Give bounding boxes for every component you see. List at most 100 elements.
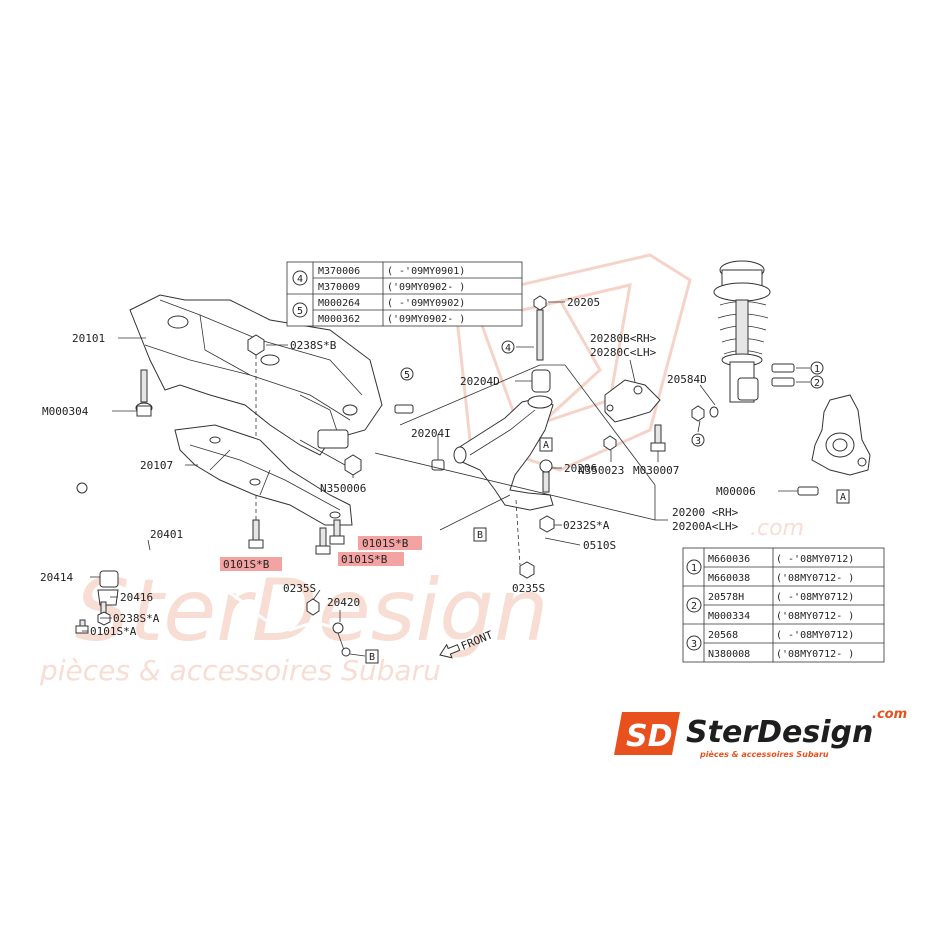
label-m000304: M000304 — [42, 405, 89, 418]
stabilizer-link — [306, 598, 351, 657]
nut-0232sa — [539, 515, 555, 533]
table-top-range-2: ( -'09MY0902) — [387, 298, 465, 309]
table-right-group-2: 2 — [691, 601, 697, 612]
label-m00006: M00006 — [716, 485, 756, 498]
table-right-part-1: M660038 — [708, 573, 750, 584]
marker-5: 5 — [404, 370, 410, 381]
label-0101sb-left: 0101S*B — [223, 558, 270, 571]
table-right-range-5: ('08MY0712- ) — [776, 649, 854, 660]
logo-dotcom: .com — [872, 707, 907, 722]
bracket-20416 — [97, 589, 119, 615]
sterdesign-logo: SD SterDesign .com pièces & accessoires … — [614, 707, 907, 759]
variant-table-top: 4 5 M370006 ( -'09MY0901) M370009 ('09MY… — [286, 261, 523, 327]
bolt-0101sb-left — [248, 519, 264, 549]
label-20280c-lh: 20280C<LH> — [590, 346, 657, 359]
label-20584d: 20584D — [667, 373, 707, 386]
bushing-20204i — [431, 459, 445, 471]
label-0235s-right: 0235S — [512, 582, 545, 595]
table-right-group-3: 3 — [691, 639, 697, 650]
table-right-range-1: ('08MY0712- ) — [776, 573, 854, 584]
label-20204d: 20204D — [460, 375, 500, 388]
label-0232sa: 0232S*A — [563, 519, 610, 532]
leader-lines — [82, 301, 810, 657]
bolt-5 — [394, 404, 414, 414]
label-20280b-rh: 20280B<RH> — [590, 332, 657, 345]
transverse-link — [453, 395, 554, 511]
label-20101: 20101 — [72, 332, 105, 345]
bolt-0101sb-middle — [315, 519, 345, 555]
crossmember — [129, 294, 383, 456]
nut-0235s-right — [519, 561, 535, 579]
bushing-20204d — [531, 369, 551, 393]
steering-knuckle — [811, 394, 871, 476]
label-20205: 20205 — [567, 296, 600, 309]
table-top-part-0: M370006 — [318, 266, 360, 277]
nut-0238sa — [97, 611, 111, 626]
bracket-20280 — [604, 379, 661, 423]
table-top-range-1: ('09MY0902- ) — [387, 282, 465, 293]
table-right-range-4: ( -'08MY0712) — [776, 630, 854, 641]
highlight-0101sb-mid2 — [338, 552, 404, 566]
table-right-part-5: N380008 — [708, 649, 750, 660]
label-0101sa: 0101S*A — [90, 625, 137, 638]
label-m030007: M030007 — [633, 464, 679, 477]
table-top-group-5: 5 — [297, 306, 303, 317]
highlight-0101sb-left — [220, 557, 282, 571]
label-20414: 20414 — [40, 571, 73, 584]
marker-b-stabilizer: B — [369, 652, 375, 663]
table-right-range-0: ( -'08MY0712) — [776, 554, 854, 565]
bolt-m030007 — [650, 424, 666, 452]
marker-a-link: A — [543, 440, 549, 451]
markers: 4 5 A A B B 1 2 3 — [365, 340, 850, 664]
table-top-part-2: M000264 — [318, 298, 360, 309]
table-right-part-0: M660036 — [708, 554, 750, 565]
label-20200-rh: 20200 <RH> — [672, 506, 739, 519]
label-20200a-lh: 20200A<LH> — [672, 520, 739, 533]
strut-bolt-1 — [771, 363, 795, 373]
nut-n350006 — [344, 454, 362, 476]
label-0510s: 0510S — [583, 539, 616, 552]
table-top-range-0: ( -'09MY0901) — [387, 266, 465, 277]
marker-b-link: B — [477, 530, 483, 541]
label-20420: 20420 — [327, 596, 360, 609]
table-right-part-4: 20568 — [708, 630, 738, 641]
label-20401: 20401 — [150, 528, 183, 541]
table-right-part-3: M000334 — [708, 611, 750, 622]
label-0238sb: 0238S*B — [290, 339, 337, 352]
bolt-m00006 — [797, 486, 819, 496]
marker-a-knuckle: A — [840, 492, 846, 503]
variant-table-right: 1 2 3 M660036 ( -'08MY0712) M660038 ('08… — [682, 547, 885, 663]
logo-tagline: pièces & accessoires Subaru — [699, 749, 829, 759]
table-right-range-2: ( -'08MY0712) — [776, 592, 854, 603]
label-0238sa: 0238S*A — [113, 612, 160, 625]
marker-3: 3 — [695, 436, 701, 447]
bushing-20414 — [99, 570, 119, 588]
ball-joint-20206 — [539, 459, 553, 493]
logo-mark: SD — [626, 719, 673, 754]
nut-3 — [691, 405, 719, 422]
table-top-range-3: ('09MY0902- ) — [387, 314, 465, 325]
label-n350023: N350023 — [578, 464, 624, 477]
stabilizer-bar — [76, 482, 336, 632]
label-20206: 20206 — [564, 462, 597, 475]
reinforcement-plate — [174, 424, 353, 526]
table-top-group-4: 4 — [297, 274, 303, 285]
label-20204i: 20204I — [411, 427, 451, 440]
strut-bolt-2 — [771, 377, 795, 387]
highlight-0101sb-mid1 — [358, 536, 422, 550]
watermark-dotcom: .com — [750, 516, 804, 541]
table-right-part-2: 20578H — [708, 592, 744, 603]
nut-n350023 — [603, 435, 617, 451]
table-top-part-1: M370009 — [318, 282, 360, 293]
label-20416: 20416 — [120, 591, 153, 604]
bolt-m000304 — [135, 369, 153, 417]
part-labels: 20101 M000304 20107 0238S*B N350006 0101… — [40, 296, 756, 638]
table-right-range-3: ('08MY0712- ) — [776, 611, 854, 622]
bolt-0101sa — [75, 619, 89, 634]
marker-2: 2 — [814, 378, 820, 389]
table-top-part-3: M000362 — [318, 314, 360, 325]
label-n350006: N350006 — [320, 482, 366, 495]
watermark-tagline: pièces & accessoires Subaru — [39, 654, 441, 687]
marker-4: 4 — [505, 343, 511, 354]
